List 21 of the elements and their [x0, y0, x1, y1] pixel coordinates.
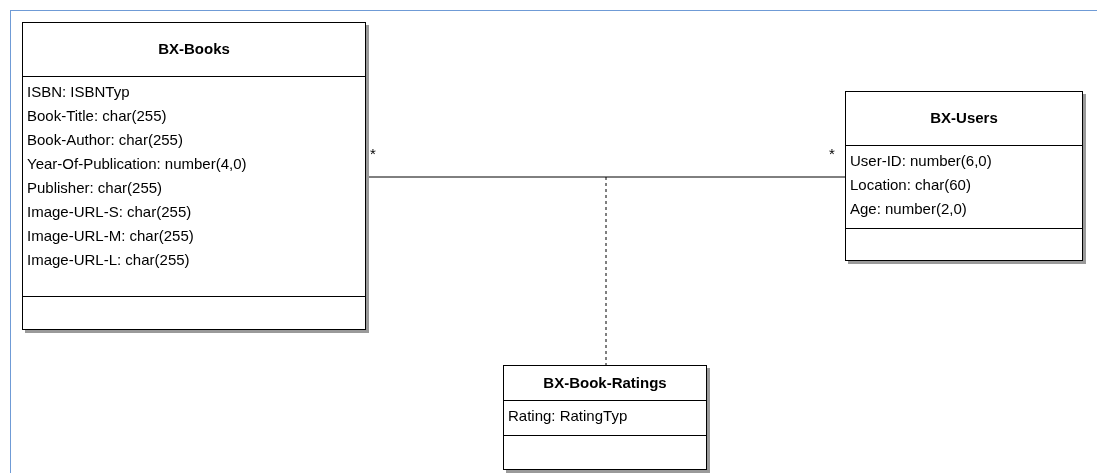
class-name: BX-Books: [158, 39, 230, 60]
attribute-text: Image-URL-S: char(255): [26, 202, 193, 222]
attribute-text: Image-URL-M: char(255): [26, 226, 195, 246]
multiplicity-label: *: [829, 146, 835, 161]
attribute-text: Year-Of-Publication: number(4,0): [26, 154, 248, 174]
attribute-text: User-ID: number(6,0): [849, 151, 993, 171]
class-box: [503, 365, 707, 470]
attribute-text: Rating: RatingTyp: [507, 406, 629, 426]
attribute-text: Image-URL-L: char(255): [26, 250, 191, 270]
attribute-text: Publisher: char(255): [26, 178, 164, 198]
attribute-text: Age: number(2,0): [849, 199, 968, 219]
attribute-text: Book-Author: char(255): [26, 130, 184, 150]
attribute-text: ISBN: ISBNTyp: [26, 82, 131, 102]
attribute-text: Book-Title: char(255): [26, 106, 168, 126]
multiplicity-label: *: [370, 146, 376, 161]
class-box: [22, 22, 366, 330]
class-name: BX-Users: [930, 108, 998, 129]
dashed-connector: [605, 176, 607, 366]
class-name: BX-Book-Ratings: [543, 372, 667, 393]
class-box: [845, 91, 1083, 261]
attribute-text: Location: char(60): [849, 175, 972, 195]
